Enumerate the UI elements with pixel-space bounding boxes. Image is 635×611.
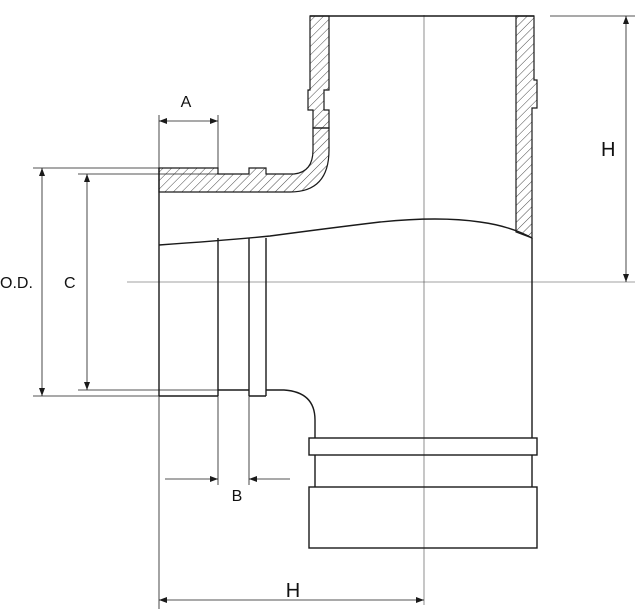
bottom-end-band (308, 486, 538, 549)
dim-h-right-arrow-top (623, 16, 629, 24)
label-a: A (181, 94, 192, 111)
dim-od-arrow-bottom (39, 388, 45, 396)
label-od: O.D. (0, 275, 33, 292)
label-h-right: H (601, 139, 615, 161)
label-b: B (232, 488, 243, 505)
section-break-line (158, 218, 533, 246)
dim-a-arrow-left (159, 118, 167, 124)
dim-b-arrow-left (210, 476, 218, 482)
label-h-bottom: H (286, 580, 300, 602)
dim-c-arrow-bottom (84, 382, 90, 390)
bottom-groove-band (308, 437, 538, 456)
top-outlet-left-wall-section (307, 15, 330, 129)
top-outlet-right-wall-section (515, 15, 538, 239)
label-c: C (64, 275, 76, 292)
dim-od-arrow-top (39, 168, 45, 176)
side-branch-wall-section (158, 127, 330, 193)
dim-a-arrow-right (210, 118, 218, 124)
dim-c-arrow-top (84, 174, 90, 182)
dim-h-right-arrow-bottom (623, 274, 629, 282)
dim-h-bottom-arrow-right (416, 597, 424, 603)
dim-h-bottom-arrow-left (159, 597, 167, 603)
dim-b-arrow-right (249, 476, 257, 482)
crotch-curve (266, 389, 316, 438)
